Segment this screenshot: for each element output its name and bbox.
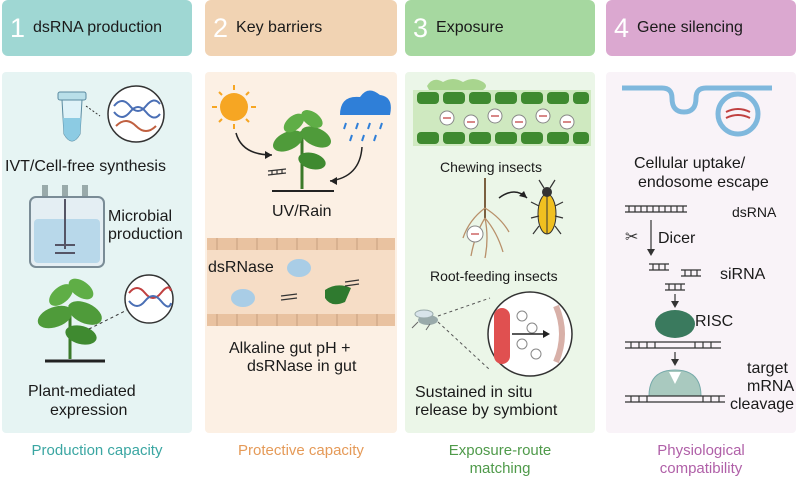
chewing-insects-label: Chewing insects (440, 159, 542, 175)
test-tube-icon (57, 85, 165, 143)
dna-magnifier-icon (124, 274, 174, 324)
step-number: 4 (614, 12, 630, 43)
risc-label: RISC (695, 313, 734, 330)
beetle-icon (530, 179, 564, 235)
gut-illustration (207, 238, 395, 326)
header-gene-silencing: 4 Gene silencing (606, 0, 796, 56)
sun-rain-plant-illustration (212, 85, 391, 192)
header-title: Gene silencing (637, 19, 743, 36)
root-feeding-label: Root-feeding insects (430, 268, 558, 284)
leaf-cells-illustration (413, 79, 591, 146)
risc-complex-icon (655, 310, 695, 338)
sirna-label: siRNA (720, 266, 766, 283)
target-label-3: cleavage (730, 396, 795, 413)
enzyme-icon (231, 289, 255, 307)
footer-physiological-1: Physiological (657, 442, 745, 459)
target-label-2: mRNA (747, 378, 795, 395)
panel-silencing (606, 72, 796, 433)
footer-exposure-route-2: matching (469, 460, 531, 477)
footer-physiological-2: compatibility (659, 460, 743, 477)
microbial-label-2: production (108, 226, 183, 243)
header-exposure: 3 Exposure (405, 0, 595, 56)
target-label-1: target (747, 360, 788, 377)
endosome-illustration (622, 85, 772, 137)
sun-icon (212, 85, 256, 129)
microbial-label-1: Microbial (108, 208, 173, 225)
dicer-label: Dicer (658, 230, 696, 247)
step-number: 1 (10, 12, 26, 43)
rnai-pathway-illustration: ✂ (625, 205, 725, 403)
scissors-icon: ✂ (625, 227, 638, 246)
gut-label-2: dsRNase in gut (247, 358, 357, 375)
step-number: 2 (213, 12, 229, 43)
footer-production-capacity: Production capacity (31, 442, 163, 459)
header-title: Exposure (436, 19, 504, 36)
uptake-label-2: endosome escape (638, 174, 769, 191)
header-key-barriers: 2 Key barriers (205, 0, 397, 56)
enzyme-icon (287, 259, 311, 277)
gut-label-1: Alkaline gut pH + (229, 340, 351, 357)
uv-rain-label: UV/Rain (272, 203, 332, 220)
rain-cloud-icon (340, 90, 391, 142)
header-title: dsRNA production (33, 19, 162, 36)
symbiont-label-1: Sustained in situ (415, 384, 533, 401)
insect-icon (411, 309, 438, 331)
header-title: Key barriers (236, 19, 323, 36)
plant-label-2: expression (50, 402, 128, 419)
plant-label-1: Plant-mediated (28, 383, 136, 400)
footer-protective-capacity: Protective capacity (238, 442, 364, 459)
enzyme-icon (325, 285, 351, 305)
ivt-label: IVT/Cell-free synthesis (5, 158, 166, 175)
step-number: 3 (413, 12, 429, 43)
plant-icon (37, 274, 174, 363)
dsrnase-label: dsRNase (208, 259, 274, 276)
symbiont-illustration (411, 291, 573, 377)
header-dsrna-production: 1 dsRNA production (2, 0, 192, 56)
dsrna-label: dsRNA (732, 204, 777, 220)
uptake-label-1: Cellular uptake/ (634, 155, 746, 172)
footer-exposure-route-1: Exposure-route (448, 442, 552, 459)
bioreactor-icon (29, 185, 105, 268)
symbiont-label-2: release by symbiont (415, 402, 558, 419)
root-insect-illustration (462, 178, 564, 259)
